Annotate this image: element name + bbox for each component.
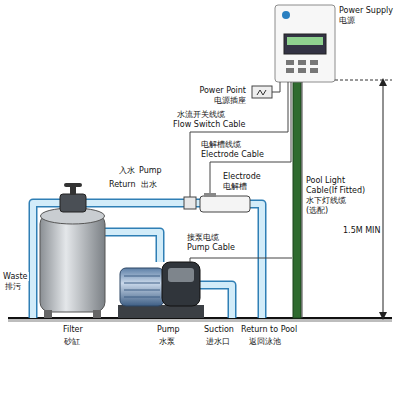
label: 1.5M MIN bbox=[342, 226, 381, 235]
mounting-post bbox=[293, 82, 301, 318]
pump-motor bbox=[120, 268, 164, 306]
label: 水泵 bbox=[158, 337, 176, 346]
dimension-line bbox=[383, 82, 384, 316]
power-point bbox=[252, 86, 272, 98]
valve-handle bbox=[64, 183, 82, 187]
label: Pump bbox=[138, 166, 163, 175]
pump-housing bbox=[162, 262, 200, 306]
label: Return bbox=[108, 180, 137, 189]
dimension-extension bbox=[335, 80, 392, 81]
filter-foot bbox=[93, 310, 101, 318]
controller-display bbox=[284, 34, 326, 54]
label: Suction bbox=[203, 325, 235, 334]
label: Pool Light bbox=[305, 176, 346, 185]
controller-buttons bbox=[286, 60, 318, 73]
label: 电解槽线缆 bbox=[200, 140, 242, 149]
label: 排污 bbox=[4, 282, 22, 291]
power-cable bbox=[272, 82, 280, 92]
pipe-outline bbox=[33, 203, 262, 318]
pipe-fill bbox=[33, 203, 262, 318]
label: 返回泳池 bbox=[248, 337, 282, 346]
strainer-lid bbox=[168, 268, 194, 282]
electrode-cell bbox=[200, 196, 250, 212]
flow-switch bbox=[184, 197, 196, 209]
motor-fins bbox=[124, 276, 160, 297]
label: 水下灯线缆 bbox=[305, 196, 347, 205]
logo bbox=[282, 11, 290, 19]
label: 入水 bbox=[118, 166, 136, 175]
display-screen bbox=[287, 37, 323, 45]
label: 接泵电缆 bbox=[186, 233, 220, 242]
label: Filter bbox=[62, 325, 84, 334]
label: Cable(If Fitted) bbox=[305, 186, 366, 195]
label: Electrode bbox=[222, 172, 262, 181]
label: 出水 bbox=[140, 180, 158, 189]
label: 电解槽 bbox=[222, 182, 248, 191]
pump-base bbox=[118, 305, 204, 318]
label: 进水口 bbox=[205, 337, 231, 346]
plug-symbol bbox=[257, 90, 266, 95]
filter-foot bbox=[44, 310, 52, 318]
label: (选配) bbox=[305, 206, 329, 215]
label: Flow Switch Cable bbox=[172, 120, 247, 129]
label: Return to Pool bbox=[240, 325, 298, 334]
multiport-valve bbox=[60, 194, 86, 212]
label: Pump bbox=[156, 325, 181, 334]
electrode-cap bbox=[204, 193, 216, 197]
label: Pump Cable bbox=[186, 243, 236, 252]
label: Electrode Cable bbox=[200, 150, 265, 159]
label: 电源 bbox=[338, 16, 356, 25]
controller-housing bbox=[275, 5, 335, 82]
label: 水流开关线缆 bbox=[176, 110, 226, 119]
valve-handle bbox=[70, 186, 76, 195]
label: 砂缸 bbox=[63, 337, 81, 346]
label: Waste bbox=[2, 272, 29, 281]
label: 电源插座 bbox=[213, 96, 247, 105]
label: Power Point bbox=[198, 86, 247, 95]
ground bbox=[8, 318, 392, 322]
filter-tank bbox=[40, 214, 105, 312]
label: Power Supply bbox=[338, 6, 394, 15]
